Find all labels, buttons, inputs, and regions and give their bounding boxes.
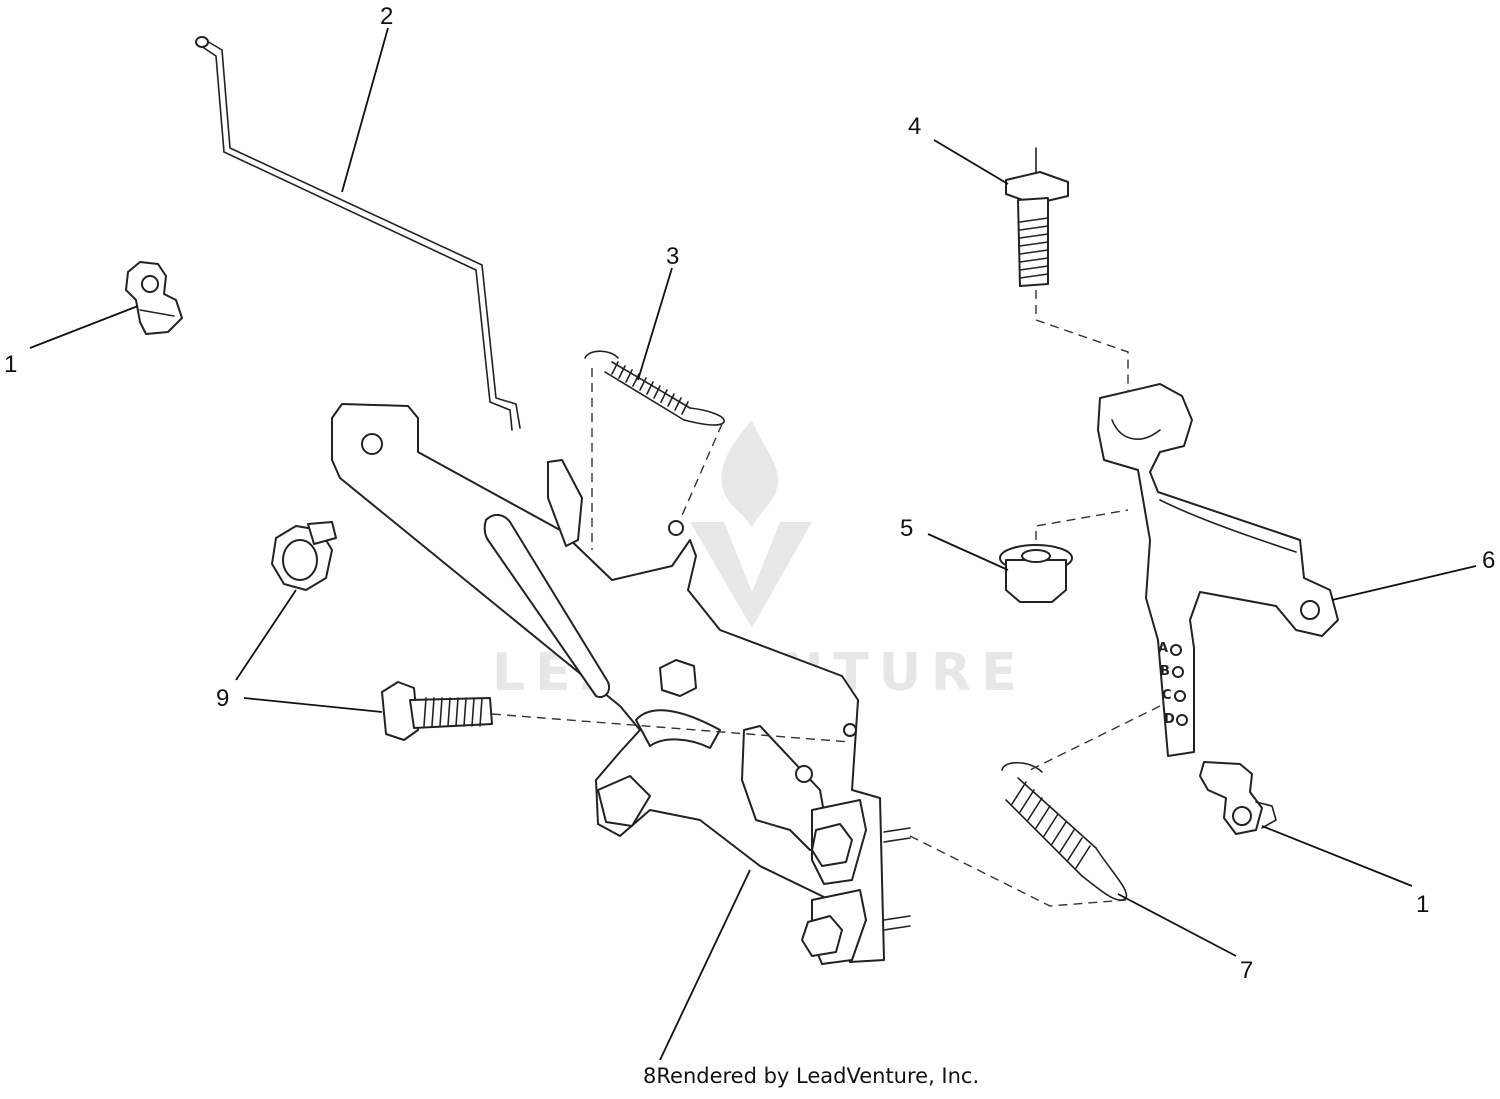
part-large-spring [1001,761,1128,901]
part-governor-lever: A B C D [1097,383,1339,757]
hole-label-a: A [1158,641,1168,656]
hole-label-b: B [1160,664,1170,679]
callout-4: 4 [908,113,921,140]
part-small-spring [584,350,725,426]
callout-3: 3 [666,243,679,270]
callout-9: 9 [216,685,229,712]
part-hex-bolt-small [271,521,337,591]
hole-label-d: D [1164,712,1175,727]
part-t-bolt [1005,147,1069,287]
part-throttle-rod [195,36,521,431]
adjustment-hole-column: A B C D [1158,641,1188,727]
part-hex-bolt-long [381,681,493,741]
callout-1-left: 1 [4,351,17,378]
part-control-bracket [331,403,911,965]
flame-logo-icon [721,420,779,528]
callout-5: 5 [900,515,913,542]
callout-labels: 1 2 3 4 5 6 7 9 1 [4,3,1495,984]
part-flange-nut [999,544,1073,603]
hole-label-c: C [1162,688,1172,703]
v-logo-icon [690,522,812,628]
callout-8: 8 [643,1064,657,1088]
callout-leaders [29,27,1477,1061]
callout-6: 6 [1482,547,1495,574]
part-cable-clamp-left [125,261,183,335]
callout-1-right: 1 [1416,891,1429,918]
assembly-dashed-lines [491,290,1161,907]
callout-2: 2 [380,3,393,30]
footer-text: Rendered by LeadVenture, Inc. [656,1064,980,1088]
footer-credit: 8Rendered by LeadVenture, Inc. [643,1064,979,1088]
part-cable-clamp-right [1199,761,1277,835]
callout-7: 7 [1240,957,1253,984]
